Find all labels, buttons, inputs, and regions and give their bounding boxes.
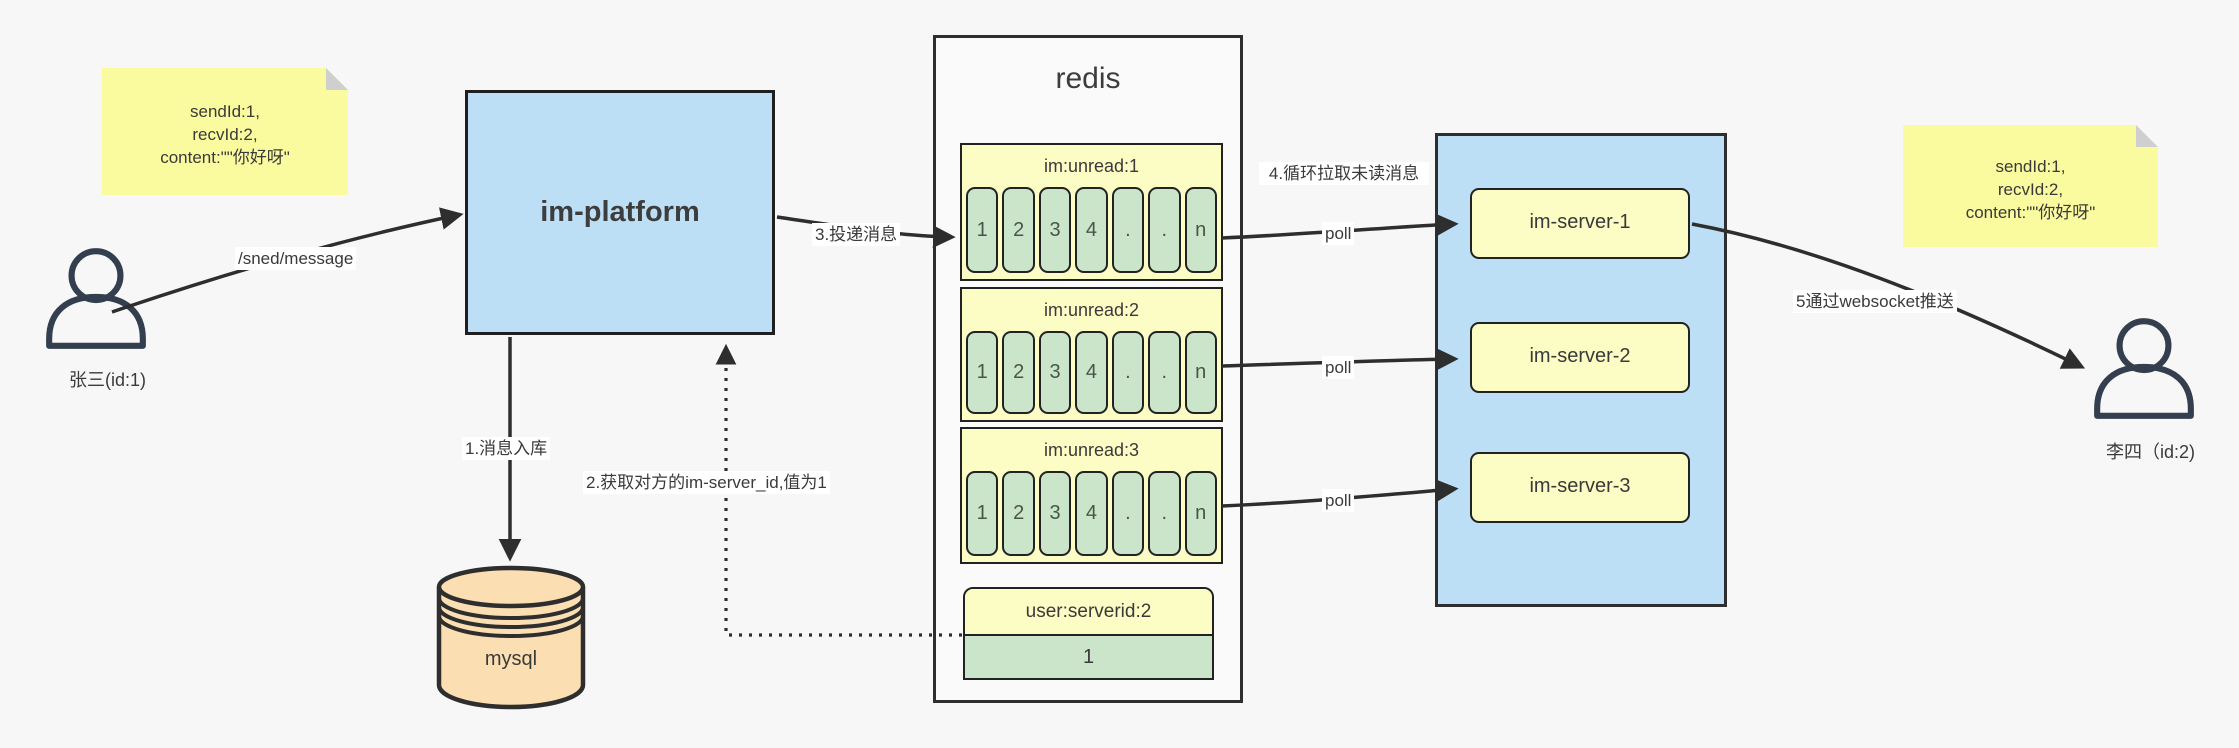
queue-cell: . <box>1111 331 1145 414</box>
queue-cell: . <box>1148 187 1181 273</box>
note-line: recvId:2, <box>1997 179 2064 199</box>
edge-label-poll-2: poll <box>1322 356 1355 379</box>
redis-title: redis <box>1055 62 1121 95</box>
im-server-3-box: im-server-3 <box>1470 452 1690 523</box>
redis-queue-unread-1: im:unread:1 1 2 3 4 . . n <box>960 143 1223 281</box>
queue-cell: . <box>1111 187 1145 273</box>
queue-header: im:unread:2 <box>1043 300 1140 320</box>
edge-label-pull: 4.循环拉取未读消息 <box>1259 162 1429 185</box>
queue-cell: n <box>1184 187 1217 273</box>
note-line: sendId:1, <box>1995 156 2066 176</box>
queue-cells: 1 2 3 4 . . n <box>966 471 1217 556</box>
queue-cells: 1 2 3 4 . . n <box>966 331 1217 414</box>
kv-value: 1 <box>965 636 1212 678</box>
edge-label-deliver: 3.投递消息 <box>812 223 901 246</box>
queue-cell: 2 <box>1002 471 1035 556</box>
edge-label-lookup: 2.获取对方的im-server_id,值为1 <box>583 471 830 494</box>
edge-label-send: /sned/message <box>235 247 357 270</box>
queue-cells: 1 2 3 4 . . n <box>966 187 1217 273</box>
queue-cell: 2 <box>1002 187 1035 273</box>
queue-cell: n <box>1184 471 1217 556</box>
redis-queue-unread-3: im:unread:3 1 2 3 4 . . n <box>960 427 1223 564</box>
queue-cell: 1 <box>966 471 999 556</box>
queue-header: im:unread:1 <box>1043 156 1140 176</box>
person-icon <box>46 248 146 349</box>
queue-cell: . <box>1111 471 1145 556</box>
sticky-note-left: sendId:1, recvId:2, content:""你好呀" <box>102 68 348 195</box>
note-line: recvId:2, <box>192 125 258 144</box>
queue-cell: . <box>1148 331 1181 414</box>
queue-cell: n <box>1184 331 1217 414</box>
queue-cell: 4 <box>1075 331 1108 414</box>
queue-cell: 4 <box>1075 471 1108 556</box>
sticky-note-right: sendId:1, recvId:2, content:""你好呀" <box>1903 125 2158 247</box>
im-platform-box: im-platform <box>465 90 775 335</box>
note-line: content:""你好呀" <box>1965 202 2096 222</box>
queue-cell: 1 <box>966 187 999 273</box>
queue-cell: 1 <box>966 331 999 414</box>
queue-cell: 3 <box>1038 471 1072 556</box>
database-icon <box>436 565 586 710</box>
queue-cell: . <box>1148 471 1181 556</box>
sender-label: 张三(id:1) <box>68 370 146 390</box>
im-server-2-box: im-server-2 <box>1470 322 1690 393</box>
edge-label-push: 5通过websocket推送 <box>1793 290 1957 313</box>
database-label: mysql <box>484 648 538 670</box>
queue-cell: 3 <box>1038 331 1072 414</box>
queue-cell: 3 <box>1038 187 1072 273</box>
edge-label-poll-3: poll <box>1322 489 1355 512</box>
queue-cell: 2 <box>1002 331 1035 414</box>
kv-header: user:serverid:2 <box>965 589 1212 636</box>
queue-header: im:unread:3 <box>1043 440 1140 460</box>
edge-label-poll-1: poll <box>1322 222 1355 245</box>
redis-kv-user-serverid: user:serverid:2 1 <box>963 587 1214 680</box>
person-icon <box>2094 318 2194 419</box>
receiver-label: 李四（id:2) <box>2105 442 2195 462</box>
note-line: content:""你好呀" <box>160 148 290 167</box>
queue-cell: 4 <box>1075 187 1108 273</box>
note-fold-icon <box>2136 125 2158 147</box>
note-line: sendId:1, <box>190 102 260 121</box>
edge-label-store: 1.消息入库 <box>462 437 551 460</box>
im-platform-label: im-platform <box>540 196 700 228</box>
im-server-1-box: im-server-1 <box>1470 188 1690 259</box>
redis-queue-unread-2: im:unread:2 1 2 3 4 . . n <box>960 287 1223 422</box>
note-fold-icon <box>326 68 348 90</box>
